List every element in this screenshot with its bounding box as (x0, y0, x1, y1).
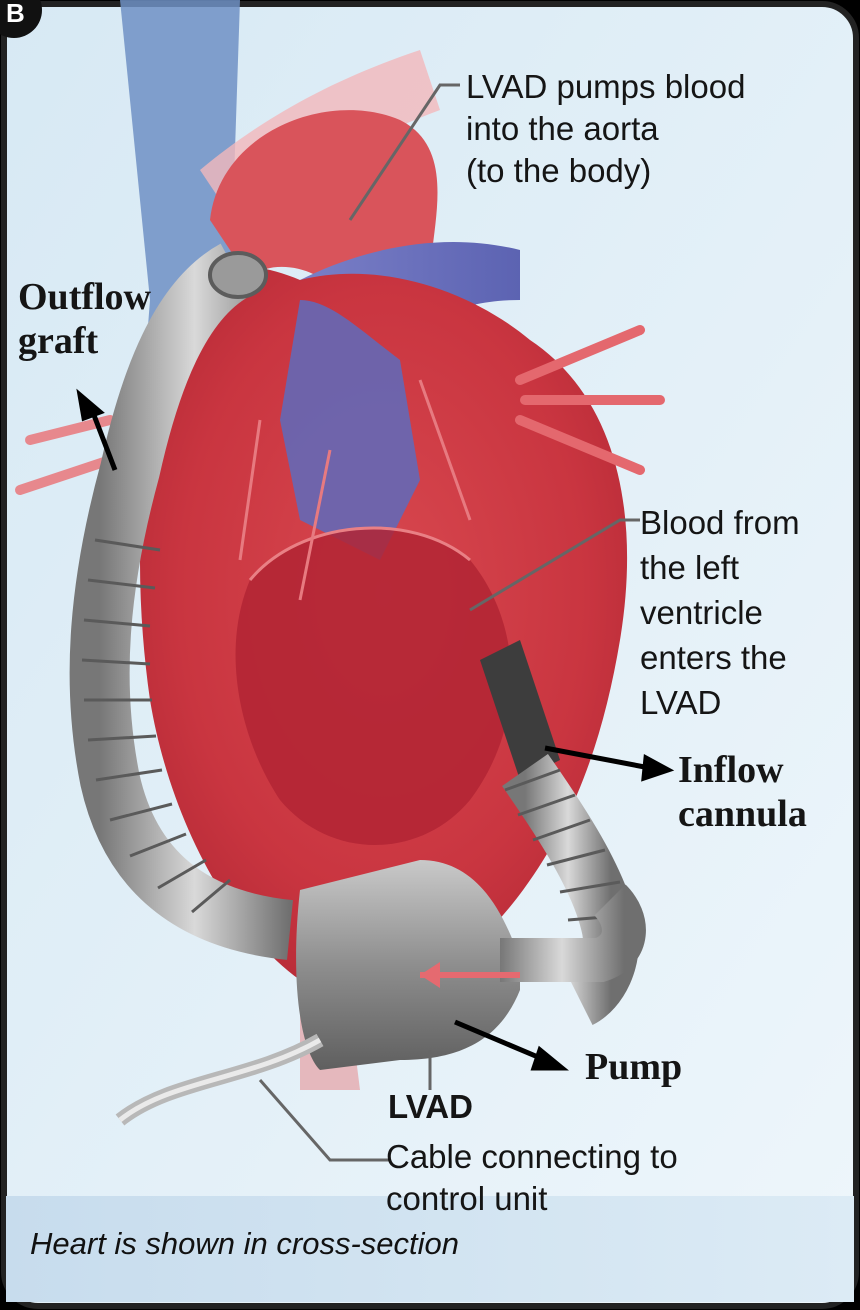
cable-note: Cable connecting to control unit (386, 1136, 678, 1220)
ventricle-note: Blood from the left ventricle enters the… (640, 500, 800, 725)
outflow-label: Outflow graft (18, 275, 151, 363)
lvad-label: LVAD (388, 1086, 473, 1128)
inflow-label: Inflow cannula (678, 748, 807, 836)
panel-letter: B (6, 0, 25, 28)
pump-label: Pump (585, 1045, 682, 1089)
caption: Heart is shown in cross-section (30, 1226, 459, 1262)
aorta-note: LVAD pumps blood into the aorta (to the … (466, 66, 745, 192)
graft-anastomosis (210, 253, 266, 297)
